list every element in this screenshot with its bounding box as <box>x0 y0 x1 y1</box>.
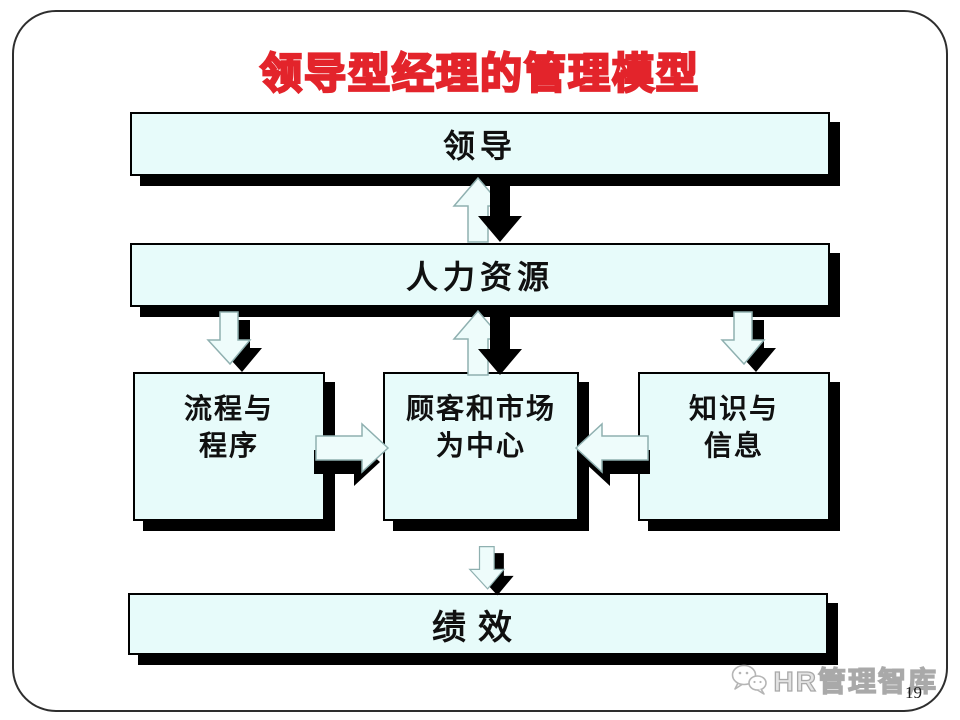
node-knowledge-and-information: 知识与 信息 <box>638 372 830 521</box>
node-label-line: 信息 <box>703 430 764 462</box>
node-label-line: 流程与 <box>183 394 274 425</box>
node-label-line: 知识与 <box>688 394 779 425</box>
node-leadership: 领导 <box>130 112 830 176</box>
node-label: 绩效 <box>432 609 524 647</box>
node-process-and-procedures: 流程与 程序 <box>133 372 325 521</box>
watermark: HR管理智库 <box>730 660 938 700</box>
two-way-arrow-process-customer-icon <box>314 422 390 486</box>
two-way-arrow-leadership-hr-icon <box>452 176 522 243</box>
down-arrow-customer-performance-icon <box>468 546 514 596</box>
node-label: 领导 <box>442 128 517 164</box>
watermark-text: HR管理智库 <box>773 665 938 697</box>
node-label-line: 顾客和市场 <box>405 394 556 425</box>
node-label-line: 程序 <box>198 430 259 462</box>
slide-title: 领导型经理的管理模型 <box>259 49 700 98</box>
two-way-arrow-customer-knowledge-icon <box>574 422 650 486</box>
node-customer-and-market-center: 顾客和市场 为中心 <box>383 372 579 521</box>
two-way-arrow-hr-customer-icon <box>452 309 522 376</box>
down-arrow-hr-knowledge-icon <box>720 311 776 372</box>
node-label-line: 为中心 <box>435 430 526 462</box>
node-human-resources: 人力资源 <box>130 243 830 307</box>
node-performance: 绩效 <box>128 593 828 655</box>
down-arrow-hr-process-icon <box>206 311 262 372</box>
page-number: 19 <box>905 683 922 702</box>
node-label: 人力资源 <box>405 259 554 295</box>
wechat-icon <box>731 664 767 695</box>
